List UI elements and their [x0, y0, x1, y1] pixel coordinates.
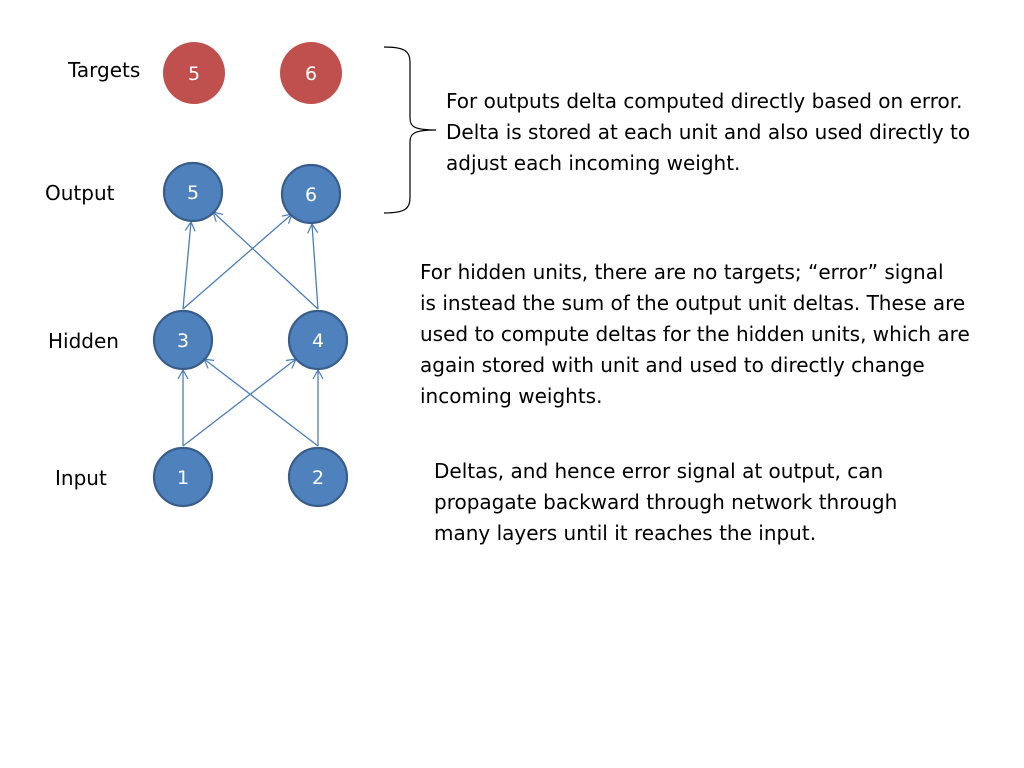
edge-4-to-6 — [307, 222, 319, 310]
propagation-note-line: Deltas, and hence error signal at output… — [434, 459, 884, 483]
targets-layer-label: Targets — [68, 58, 141, 82]
output-layer-label: Output — [45, 181, 115, 205]
hidden-node-4: 4 — [287, 309, 349, 371]
hidden-node-4-label: 4 — [312, 330, 324, 352]
input-node-2-label: 2 — [312, 467, 324, 489]
output-node-5-label: 5 — [187, 182, 199, 204]
hidden-note-line: For hidden units, there are no targets; … — [420, 260, 944, 284]
input-node-1: 1 — [152, 446, 214, 508]
hidden-node-3: 3 — [152, 309, 214, 371]
edge-3-to-6 — [182, 213, 293, 310]
hidden-note-line: used to compute deltas for the hidden un… — [420, 322, 970, 346]
target-node-6: 6 — [280, 42, 342, 104]
hidden-note-line: again stored with unit and used to direc… — [420, 353, 925, 377]
output-node-6-label: 6 — [305, 184, 317, 206]
edge-1-to-4 — [182, 358, 297, 447]
hidden-units-note: For hidden units, there are no targets; … — [420, 257, 970, 412]
propagation-note-line: propagate backward through network throu… — [434, 490, 898, 514]
hidden-note-line: is instead the sum of the output unit de… — [420, 291, 966, 315]
hidden-layer-label: Hidden — [48, 329, 119, 353]
output-node-6: 6 — [280, 163, 342, 225]
edge-3-to-5 — [182, 220, 196, 310]
target-node-6-label: 6 — [305, 63, 317, 85]
input-layer-label: Input — [55, 466, 107, 490]
edge-4-to-5 — [212, 211, 319, 310]
hidden-node-3-label: 3 — [177, 330, 189, 352]
right-curly-brace — [383, 46, 437, 214]
outputs-note-line: adjust each incoming weight. — [446, 151, 741, 175]
target-node-5: 5 — [163, 42, 225, 104]
outputs-delta-note: For outputs delta computed directly base… — [446, 86, 970, 179]
hidden-note-line: incoming weights. — [420, 384, 603, 408]
input-node-1-label: 1 — [177, 467, 189, 489]
propagation-note-line: many layers until it reaches the input. — [434, 521, 817, 545]
output-node-5: 5 — [162, 161, 224, 223]
edge-2-to-3 — [203, 358, 319, 447]
input-node-2: 2 — [287, 446, 349, 508]
outputs-note-line: Delta is stored at each unit and also us… — [446, 120, 971, 144]
target-node-5-label: 5 — [188, 63, 200, 85]
propagation-note: Deltas, and hence error signal at output… — [434, 456, 897, 549]
outputs-note-line: For outputs delta computed directly base… — [446, 89, 963, 113]
